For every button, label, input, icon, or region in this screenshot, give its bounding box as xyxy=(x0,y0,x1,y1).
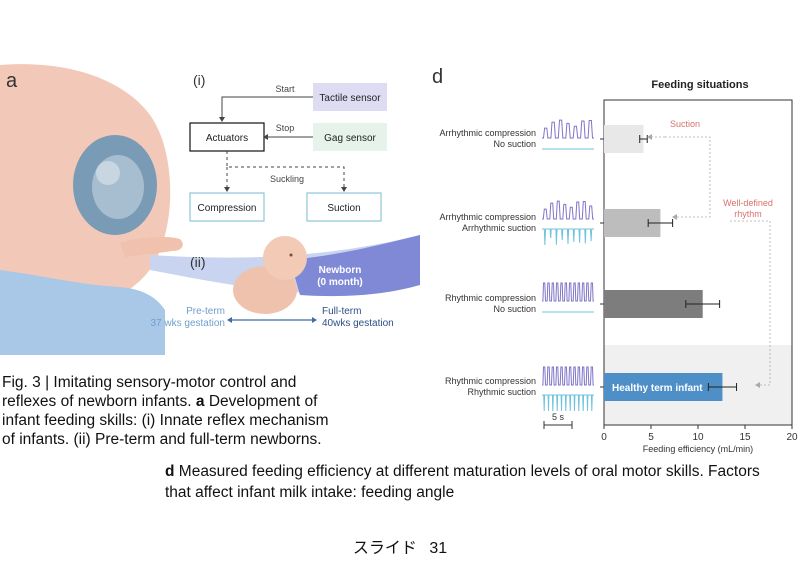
actuators-label: Actuators xyxy=(206,133,248,144)
suckling-arrows xyxy=(226,151,345,189)
bar-label-4: Healthy term infant xyxy=(612,383,703,394)
bars-layer: Healthy term infant xyxy=(600,125,738,401)
panel-d-caption-text: Measured feeding efficiency at different… xyxy=(165,463,760,501)
suction-annotation-bracket xyxy=(665,136,711,218)
slide-label: スライド xyxy=(352,540,417,557)
row-label-3-line2: No suction xyxy=(493,304,536,314)
caption-line-4: of infants. (ii) Pre-term and full-term … xyxy=(2,431,322,448)
newborn-age-label: (0 month) xyxy=(317,277,363,288)
newborn-label: Newborn xyxy=(319,265,362,276)
start-label: Start xyxy=(275,84,295,94)
rhythm-annotation-line2: rhythm xyxy=(734,209,762,219)
label-i: (i) xyxy=(193,72,205,88)
baby-eye-illustration xyxy=(289,253,293,257)
tactile-sensor-label: Tactile sensor xyxy=(319,93,381,104)
suction-trace-4 xyxy=(542,394,594,412)
compression-trace-4 xyxy=(542,366,594,386)
caption-panel-d-marker: d xyxy=(165,463,175,480)
compression-trace-2 xyxy=(542,200,594,220)
caption-line-1: Fig. 3 | Imitating sensory-motor control… xyxy=(2,374,297,391)
time-scale-label: 5 s xyxy=(552,412,565,422)
mother-arm-illustration xyxy=(120,236,183,257)
figure-panel-d: d Feeding situations Healthy term infant… xyxy=(432,66,798,454)
suction-trace-2 xyxy=(542,228,594,246)
suckling-label: Suckling xyxy=(270,174,304,184)
bar-1 xyxy=(604,125,644,153)
suction-label: Suction xyxy=(327,203,360,214)
rhythm-annotation-line1: Well-defined xyxy=(723,198,773,208)
gag-sensor-label: Gag sensor xyxy=(324,133,376,144)
newborn-band-dark xyxy=(290,235,420,297)
fullterm-gestation-label: 40wks gestation xyxy=(322,318,394,329)
fetus-head-illustration xyxy=(96,161,120,185)
caption-line-2-end: Development of xyxy=(208,393,318,410)
x-axis: 0 5 10 15 20 xyxy=(601,425,798,443)
compression-trace-1 xyxy=(542,119,594,139)
mother-shirt-illustration xyxy=(0,270,165,355)
compression-trace-3 xyxy=(542,282,594,302)
figure-panel-a: (i) a Tactile sensor Gag sensor Actuator… xyxy=(0,64,420,355)
panel-d-letter: d xyxy=(432,66,443,88)
signal-traces xyxy=(542,119,594,412)
caption-line-2-start: reflexes of newborn infants. xyxy=(2,393,192,410)
caption-panel-a-marker: a xyxy=(195,393,205,410)
start-arrow xyxy=(221,96,313,119)
figure-caption: Fig. 3 | Imitating sensory-motor control… xyxy=(2,373,402,449)
panel-d-caption: d Measured feeding efficiency at differe… xyxy=(165,461,785,503)
row-label-4-line2: Rhythmic suction xyxy=(467,387,536,397)
x-tick-label-20: 20 xyxy=(786,432,798,443)
row-label-2-line2: Arrhythmic suction xyxy=(462,223,536,233)
row-label-1-line1: Arrhythmic compression xyxy=(439,128,536,138)
slide-number-value: 31 xyxy=(429,540,448,557)
baby-head-illustration xyxy=(263,236,307,280)
panel-a-letter: a xyxy=(6,70,18,92)
gag-sensor-box xyxy=(313,123,387,151)
label-ii: (ii) xyxy=(190,254,206,270)
rhythm-annotation-bracket xyxy=(730,220,771,386)
x-axis-label: Feeding efficiency (mL/min) xyxy=(643,444,753,454)
preterm-label: Pre-term xyxy=(186,306,225,317)
slide-number: スライド 31 xyxy=(0,534,800,558)
compression-label: Compression xyxy=(198,203,257,214)
stop-label: Stop xyxy=(276,123,295,133)
tactile-sensor-box xyxy=(313,83,387,111)
row-label-3-line1: Rhythmic compression xyxy=(445,293,536,303)
x-tick-label-0: 0 xyxy=(601,432,607,443)
caption-line-3: infant feeding skills: (i) Innate reflex… xyxy=(2,412,329,429)
suction-annotation: Suction xyxy=(670,119,700,129)
compression-box xyxy=(189,192,265,222)
row-label-2-line1: Arrhythmic compression xyxy=(439,212,536,222)
chart-title: Feeding situations xyxy=(651,79,748,91)
bar-4 xyxy=(604,373,723,401)
x-tick-label-10: 10 xyxy=(692,432,704,443)
preterm-gestation-label: 37 wks gestation xyxy=(151,318,226,329)
fullterm-label: Full-term xyxy=(322,306,361,317)
row-label-4-line1: Rhythmic compression xyxy=(445,376,536,386)
caption-line-2: reflexes of newborn infants. a Developme… xyxy=(2,392,402,411)
x-tick-label-5: 5 xyxy=(648,432,654,443)
row-label-1-line2: No suction xyxy=(493,139,536,149)
suction-box xyxy=(306,192,382,222)
x-tick-label-15: 15 xyxy=(739,432,751,443)
row-labels: Arrhythmic compression No suction Arrhyt… xyxy=(439,128,536,397)
